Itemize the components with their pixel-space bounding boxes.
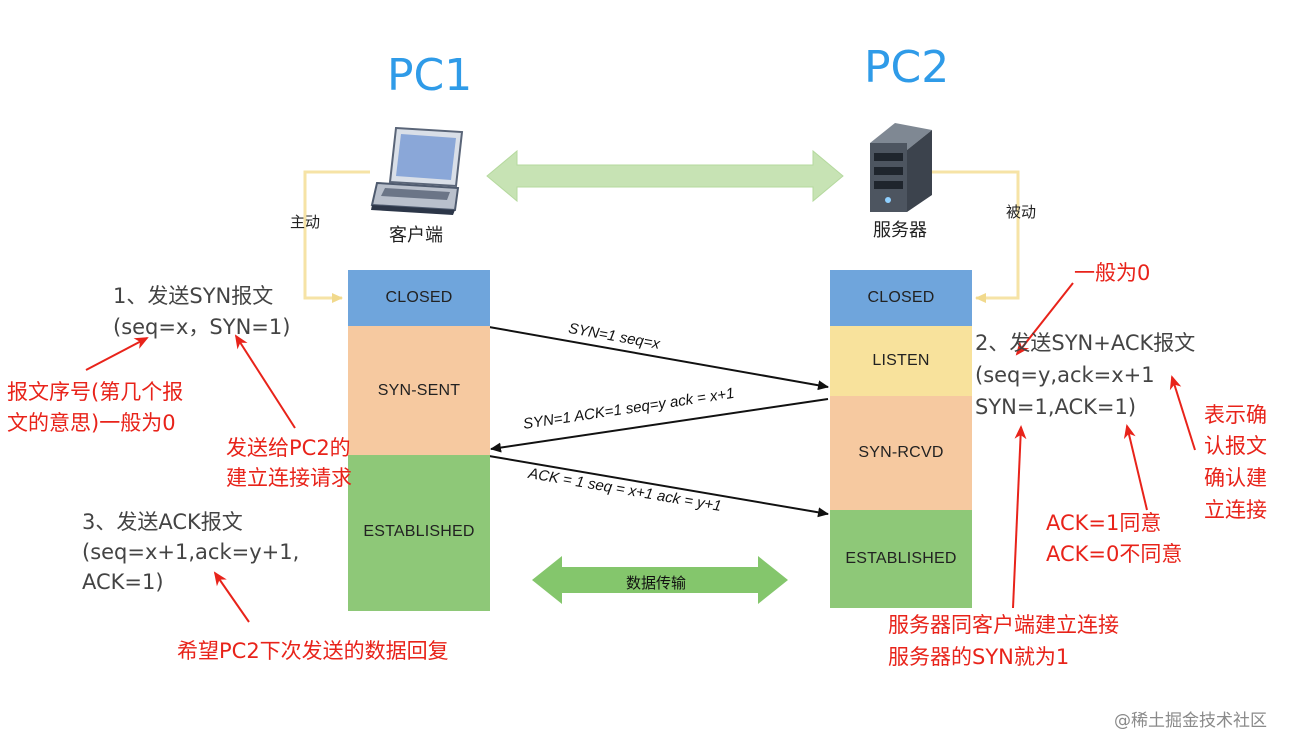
ack-confirm-line4: 立连接 [1204, 498, 1267, 522]
server-state-listen-label: LISTEN [872, 352, 930, 369]
step2-line2: (seq=y,ack=x+1 [975, 363, 1155, 387]
server-passive-line [930, 170, 1020, 303]
reply-hope-note: 希望PC2下次发送的数据回复 [177, 639, 449, 663]
ack-confirm-line2: 认报文 [1204, 434, 1267, 458]
step3-line1: 3、发送ACK报文 [82, 510, 243, 534]
client-state-closed: CLOSED [348, 270, 490, 326]
ack-agree-annotation-arrow [1123, 424, 1148, 511]
syn-note-line1: 发送给PC2的 [226, 436, 351, 460]
ack-agree-line2: ACK=0不同意 [1046, 542, 1183, 566]
client-state-established-label: ESTABLISHED [363, 523, 475, 540]
server-label: 服务器 [873, 220, 927, 241]
step3-line3: ACK=1) [82, 570, 164, 594]
ack-confirm-line1: 表示确 [1204, 403, 1267, 427]
step2-line1: 2、发送SYN+ACK报文 [975, 331, 1196, 355]
server-syn-line2: 服务器的SYN就为1 [888, 645, 1070, 669]
client-label: 客户端 [389, 225, 443, 246]
data-transfer-label: 数据传输 [626, 574, 687, 592]
device-link-double-arrow [486, 149, 844, 203]
confirm-annotation-arrow [1169, 375, 1196, 451]
syn-ack-message-arrow [490, 398, 829, 453]
step1-line1: 1、发送SYN报文 [113, 284, 274, 308]
client-state-established: ESTABLISHED [348, 455, 490, 611]
zero-annotation-arrow [1015, 282, 1074, 356]
seq-note-line2: 文的意思)一般为0 [7, 411, 176, 435]
server-icon [870, 123, 932, 212]
active-label: 主动 [290, 213, 321, 231]
step3-line2: (seq=x+1,ack=y+1, [82, 540, 300, 564]
reply-annotation-arrow [213, 571, 250, 623]
server-state-established: ESTABLISHED [830, 510, 972, 608]
ack-confirm-line3: 确认建 [1204, 466, 1267, 490]
watermark: @稀土掘金技术社区 [1114, 711, 1267, 731]
server-syn-annotation-arrow [1012, 425, 1027, 609]
client-state-syn-sent: SYN-SENT [348, 326, 490, 455]
server-state-syn-rcvd-label: SYN-RCVD [858, 444, 944, 461]
syn-message-arrow [488, 326, 829, 391]
server-state-established-label: ESTABLISHED [845, 550, 957, 567]
step1-line2: (seq=x，SYN=1) [113, 315, 291, 339]
seq-annotation-arrow [85, 337, 149, 371]
pc1-title: PC1 [387, 50, 473, 101]
passive-label: 被动 [1006, 203, 1037, 221]
generally-zero-note: 一般为0 [1074, 261, 1151, 285]
client-state-closed-label: CLOSED [385, 289, 453, 306]
ack-message-arrow [488, 455, 829, 518]
server-state-listen: LISTEN [830, 326, 972, 396]
syn-note-line2: 建立连接请求 [226, 466, 352, 490]
step2-line3: SYN=1,ACK=1) [975, 395, 1137, 419]
syn-annotation-arrow [234, 334, 296, 429]
client-state-syn-sent-label: SYN-SENT [377, 381, 461, 399]
client-active-line [303, 170, 370, 303]
seq-note-line1: 报文序号(第几个报 [7, 380, 184, 404]
laptop-icon [370, 126, 464, 215]
server-state-closed: CLOSED [830, 270, 972, 326]
data-transfer-double-arrow [532, 556, 788, 604]
ack-agree-line1: ACK=1同意 [1046, 511, 1162, 535]
server-state-closed-label: CLOSED [867, 289, 935, 306]
server-syn-line1: 服务器同客户端建立连接 [888, 613, 1119, 637]
server-state-syn-rcvd: SYN-RCVD [830, 396, 972, 510]
pc2-title: PC2 [864, 42, 950, 93]
